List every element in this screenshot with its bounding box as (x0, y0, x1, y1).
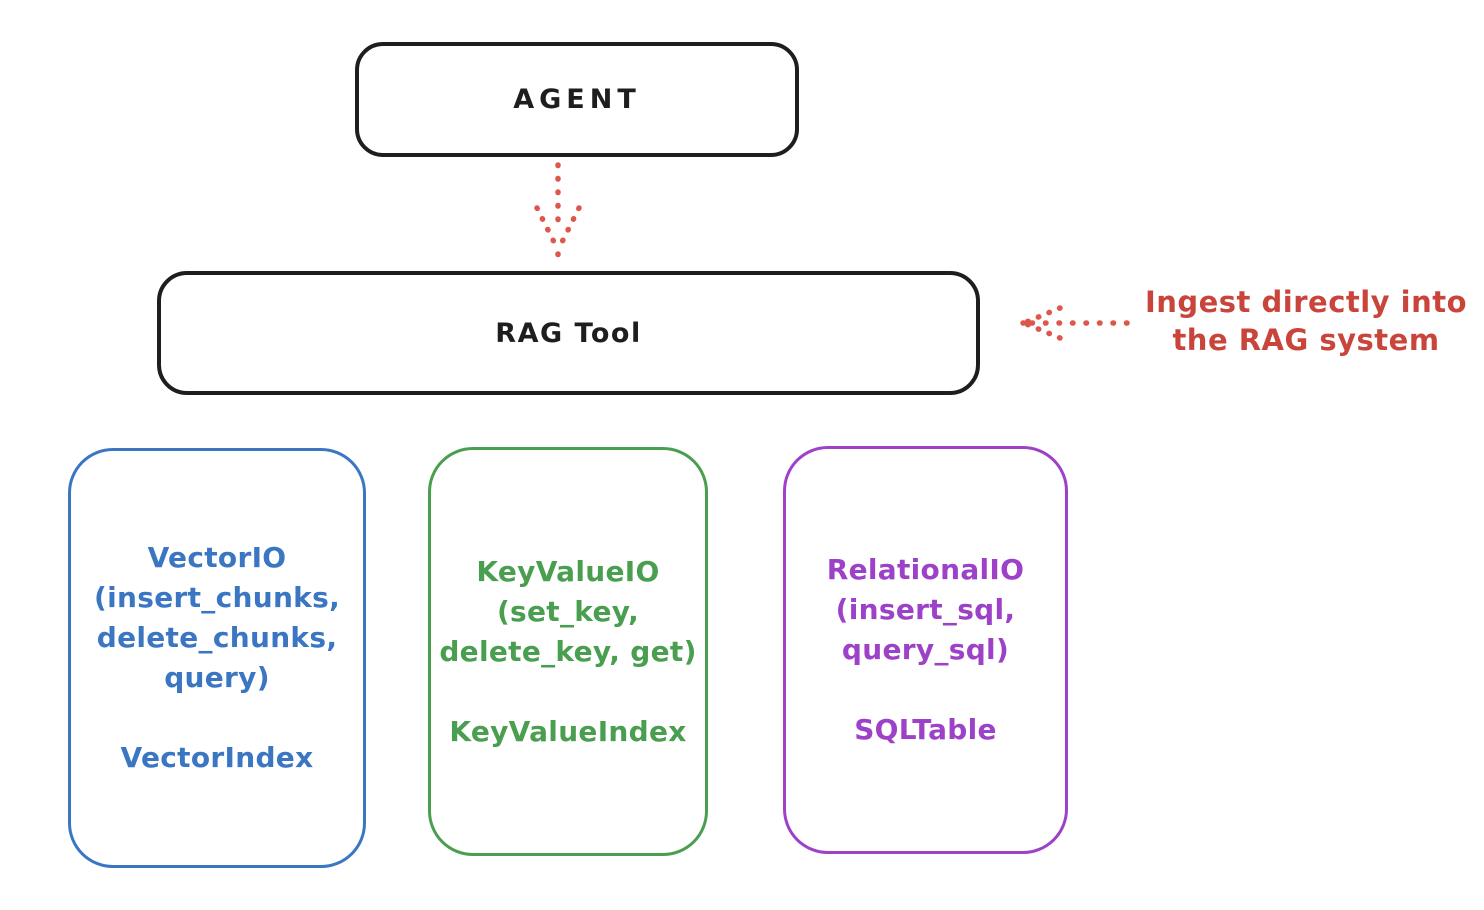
keyvalue-io-signature-line: delete_key, get) (439, 634, 697, 668)
ingest-annotation-line-1: Ingest directly into (1144, 285, 1468, 319)
agent-node: AGENT (355, 42, 799, 157)
keyvalue-index-label: KeyValueIndex (449, 714, 687, 748)
vector-index-label: VectorIndex (120, 741, 314, 774)
relational-io-signature-line: query_sql) (841, 633, 1010, 666)
ragtool-label: RAG Tool (495, 317, 642, 349)
agent-label: AGENT (513, 84, 641, 115)
vector-io-signature-line: delete_chunks, (96, 621, 338, 654)
vector-io-signature-line: (insert_chunks, (94, 581, 340, 614)
ingest-annotation: Ingest directly into the RAG system (1138, 283, 1474, 359)
ragtool-node: RAG Tool (157, 271, 980, 395)
vector-io-signature-line: query) (164, 661, 270, 694)
keyvalue-io-title: KeyValueIO (476, 554, 660, 588)
relational-io-node: RelationalIO (insert_sql, query_sql) SQL… (783, 446, 1068, 854)
agent-to-ragtool-arrow-icon (534, 162, 582, 258)
keyvalue-io-signature-line: (set_key, (496, 594, 640, 628)
keyvalue-io-node: KeyValueIO (set_key, delete_key, get) Ke… (428, 447, 708, 856)
sql-table-label: SQLTable (854, 713, 997, 746)
ingest-annotation-line-2: the RAG system (1172, 323, 1440, 357)
relational-io-title: RelationalIO (826, 553, 1025, 586)
relational-io-signature-line: (insert_sql, (835, 593, 1016, 626)
vector-io-title: VectorIO (147, 541, 287, 574)
vector-io-node: VectorIO (insert_chunks, delete_chunks, … (68, 448, 366, 868)
ingest-arrow-icon (1020, 305, 1130, 341)
